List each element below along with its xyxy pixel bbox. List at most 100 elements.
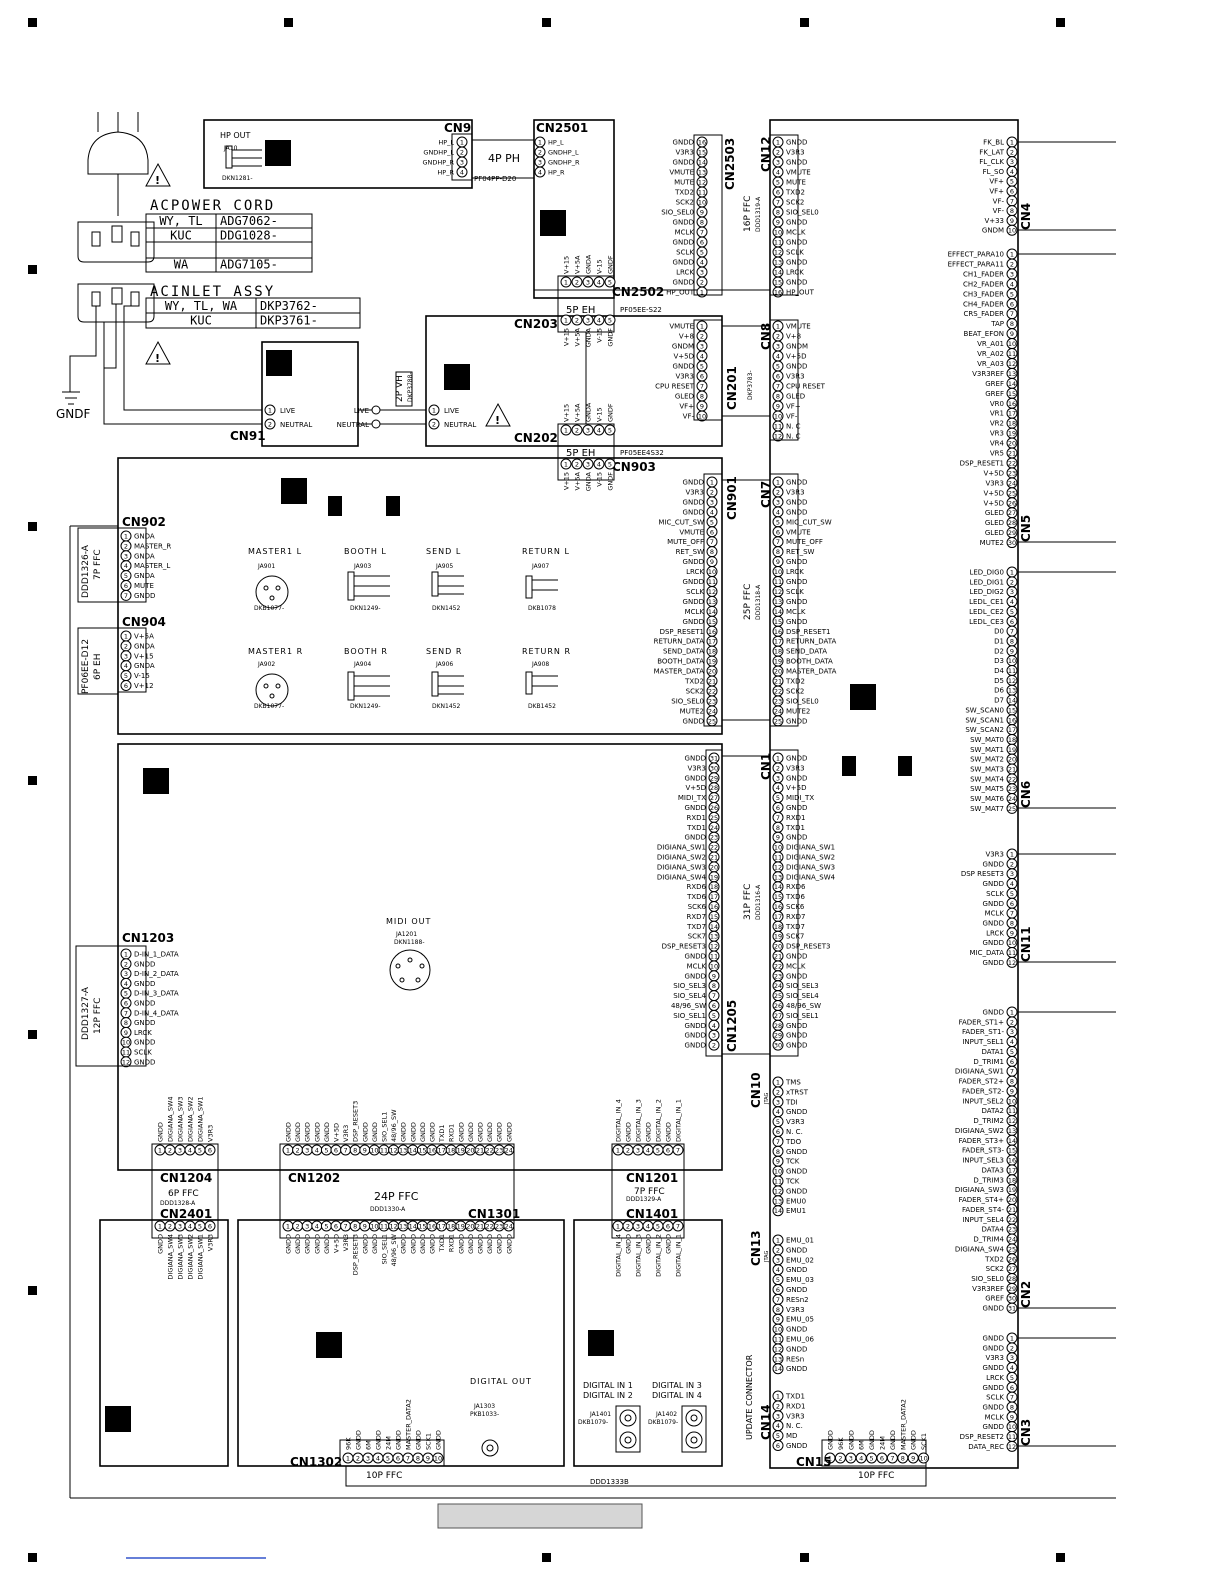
pin-label: GNDD	[457, 1234, 465, 1254]
pin-3: 3	[772, 496, 784, 508]
jack-part: DKN1452	[432, 605, 460, 612]
pin-label: LIVE	[444, 407, 459, 415]
pin-1: 1	[772, 1390, 784, 1402]
pin-1: 1	[428, 404, 440, 416]
pin-22: 22	[1006, 1213, 1018, 1225]
pin-number: 4	[859, 1455, 863, 1463]
inlet-title: ACINLET ASSY	[150, 284, 275, 300]
pin-3: 3	[362, 1452, 374, 1464]
pin-4: 4	[593, 314, 605, 326]
pin-number: 1	[124, 951, 128, 959]
pin-17: 17	[1006, 407, 1018, 419]
pin-number: 4	[597, 317, 601, 325]
pin-12: 12	[708, 940, 720, 952]
pin-label: TXD2	[684, 678, 704, 686]
pin-label: GREF	[985, 390, 1004, 398]
pin-label: DATA4	[982, 1226, 1005, 1234]
pin-number: 3	[124, 552, 128, 560]
pin-label: SIO_SEL1	[381, 1112, 389, 1142]
pin-label: GNDD	[157, 1122, 165, 1142]
pin-label: GNDD	[673, 259, 694, 267]
pin-28: 28	[708, 782, 720, 794]
connector-body	[693, 319, 723, 421]
pin-number: 11	[1008, 667, 1016, 675]
pin-label: LRCK	[986, 1374, 1004, 1382]
pin-circle	[571, 276, 583, 288]
pin-10: 10	[772, 1165, 784, 1177]
pin-number: 14	[774, 608, 782, 616]
pin-number: 6	[880, 1455, 884, 1463]
pin-number: 19	[1008, 746, 1016, 754]
pin-number: 19	[774, 658, 782, 666]
pin-13: 13	[696, 166, 708, 178]
pin-3: 3	[632, 1144, 644, 1156]
pin-number: 5	[700, 249, 704, 257]
pin-number: 12	[1008, 1117, 1016, 1125]
pin-number: 3	[1010, 270, 1014, 278]
pin-number: 13	[774, 1355, 782, 1363]
pin-3: 3	[301, 1220, 313, 1232]
pin-number: 9	[911, 1455, 915, 1463]
pin-number: 25	[1008, 489, 1016, 497]
cable-2p-part: DKP3788-	[407, 372, 414, 402]
jack-part: DKN1249-	[350, 605, 380, 612]
pin-number: 7	[776, 814, 780, 822]
pin-11: 11	[772, 420, 784, 432]
pin-label: GNDD	[786, 1168, 807, 1176]
pin-5: 5	[772, 176, 784, 188]
pin-3: 3	[1006, 868, 1018, 880]
pin-29: 29	[708, 772, 720, 784]
inlet-part: DKP3761-	[260, 314, 318, 328]
pin-5: 5	[652, 1220, 664, 1232]
pin-17: 17	[436, 1220, 448, 1232]
pin-label: GNDD	[786, 479, 807, 487]
footer-bar	[437, 1503, 643, 1529]
jack-title: MASTER1 R	[248, 647, 303, 656]
pin-2: 2	[120, 958, 132, 970]
pin-10: 10	[772, 841, 784, 853]
pin-7: 7	[772, 1293, 784, 1305]
pin-label: GNDD	[786, 717, 807, 725]
digital-in-board	[573, 1219, 723, 1467]
jack-ja: JA905	[435, 563, 453, 570]
pin-5: 5	[708, 1009, 720, 1021]
pin-16: 16	[696, 136, 708, 148]
cord-part: DDG1028-	[220, 229, 278, 243]
pin-circle	[120, 680, 132, 691]
pin-label: SIO_SEL4	[673, 992, 706, 1000]
pin-10: 10	[696, 410, 708, 422]
pin-4: 4	[311, 1220, 323, 1232]
pin-21: 21	[474, 1220, 486, 1232]
pin-label: V3R3	[207, 1125, 215, 1142]
pin-label: DIGIANA_SW3	[786, 863, 835, 871]
pin-1: 1	[706, 476, 718, 488]
digital-out-title: DIGITAL OUT	[470, 1377, 532, 1386]
connector-label: CN901	[725, 476, 739, 520]
pin-number: 23	[774, 972, 782, 980]
pin-6: 6	[1006, 185, 1018, 197]
cn1302: 196K2GNDD36M4GNDD524M6GNDD7MASTER_DATA28…	[342, 1399, 444, 1464]
pin-12: 12	[772, 246, 784, 258]
pin-label: MUTE_OFF	[786, 538, 823, 546]
pin-label: GNDA	[585, 471, 593, 491]
pin-2: 2	[571, 424, 583, 436]
pin-number: 19	[1008, 430, 1016, 438]
pin-2: 2	[571, 314, 583, 326]
marker-squares	[105, 140, 912, 1432]
pin-label: INPUT_SEL4	[962, 1216, 1004, 1224]
cord-table-grid	[145, 213, 361, 329]
pin-number: 1	[616, 1223, 620, 1231]
warning-symbol-1: !	[155, 174, 160, 187]
pin-number: 2	[575, 279, 579, 287]
digital-in-3: DIGITAL IN 3	[652, 1381, 702, 1390]
pin-label: D_TRIM3	[973, 1176, 1004, 1184]
pin-5: 5	[696, 360, 708, 372]
pin-4: 4	[855, 1452, 867, 1464]
pin-label: TDI	[785, 1098, 798, 1106]
pin-label: N. C.	[786, 1422, 803, 1430]
pin-label: V3R3	[985, 851, 1004, 859]
pin-circle	[371, 405, 381, 415]
connector-label: CN4	[1019, 203, 1033, 230]
pin-12: 12	[772, 861, 784, 873]
connector-body	[769, 134, 799, 296]
